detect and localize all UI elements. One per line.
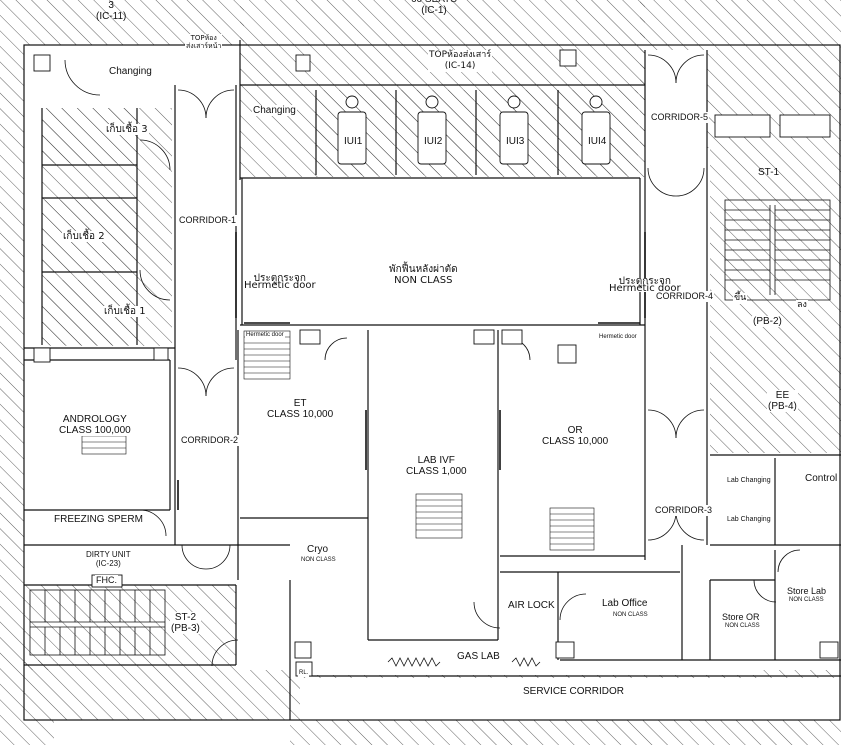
stair-st1 xyxy=(724,199,831,301)
room-label-lab-office: Lab Office xyxy=(601,598,649,609)
room-label-control: Control xyxy=(804,473,839,484)
room-label-hermetic-left: ประตูกระจก Hermetic door xyxy=(243,273,317,291)
room-label-airlock: AIR LOCK xyxy=(507,600,556,611)
room-label-corridor4: CORRIDOR-4 xyxy=(655,291,715,302)
room-label-et: ET CLASS 10,000 xyxy=(266,398,335,420)
walls xyxy=(23,40,841,721)
room-label-corridor1: CORRIDOR-1 xyxy=(178,215,238,226)
room-label-lab-office-class: NON CLASS xyxy=(612,612,649,619)
room-label-store-or-class: NON CLASS xyxy=(724,623,761,630)
room-label-hermetic-right: ประตูกระจก Hermetic door xyxy=(608,276,682,294)
room-label-up: ขึ้น xyxy=(733,293,748,304)
room-label-fhc: FHC. xyxy=(95,575,118,586)
room-label-changing-left: Changing xyxy=(108,66,153,77)
room-label-iui1: IUI1 xyxy=(343,136,364,147)
room-label-service-corridor: SERVICE CORRIDOR xyxy=(522,686,625,697)
room-label-dirty: DIRTY UNIT (IC-23) xyxy=(85,550,132,568)
room-label-recovery: พักฟื้นหลังผ่าตัด NON CLASS xyxy=(388,264,459,286)
gas-lab-line xyxy=(387,657,541,667)
room-label-freezing: FREEZING SPERM xyxy=(53,514,144,525)
room-label-top-small: TOPห้อง ส่งเสาร์หน้า xyxy=(185,34,223,50)
room-label-store-lab: Store Lab xyxy=(786,586,828,597)
room-label-gas-lab: GAS LAB xyxy=(456,651,501,662)
room-label-corridor5: CORRIDOR-5 xyxy=(650,112,710,123)
room-label-store-lab-class: NON CLASS xyxy=(788,597,825,604)
door-swings xyxy=(64,54,801,667)
room-label-ee: EE (PB-4) xyxy=(767,390,798,412)
room-label-down: ลง xyxy=(796,300,808,311)
room-label-corridor2: CORRIDOR-2 xyxy=(180,435,240,446)
stair-st2 xyxy=(29,589,166,656)
room-label-changing-top: Changing xyxy=(252,105,297,116)
room-label-hermetic-or: Hermetic door xyxy=(598,334,638,341)
room-label-top-ic14: TOPห้องส่งเสาร์ (IC-14) xyxy=(428,50,493,72)
room-label-andrology: ANDROLOGY CLASS 100,000 xyxy=(58,414,132,436)
room-label-hermetic-et: Hermetic door xyxy=(245,332,285,339)
room-label-rl: RL. xyxy=(298,670,310,677)
room-label-keb3: เก็บเชื้อ 3 xyxy=(105,124,149,135)
room-label-st1: ST-1 xyxy=(758,167,780,178)
room-label-cryo-class: NON CLASS xyxy=(300,557,337,564)
room-label-cryo: Cryo xyxy=(306,544,330,555)
room-label-or: OR CLASS 10,000 xyxy=(541,425,610,447)
room-label-ic11: 3 (IC-11) xyxy=(96,0,127,22)
room-label-iui4: IUI4 xyxy=(587,136,608,147)
room-label-keb1: เก็บเชื้อ 1 xyxy=(103,306,147,317)
room-label-lab-changing2: Lab Changing xyxy=(726,514,772,525)
room-label-pb2: (PB-2) xyxy=(752,316,783,327)
room-label-iui2: IUI2 xyxy=(423,136,444,147)
room-label-keb2: เก็บเชื้อ 2 xyxy=(62,231,106,242)
room-label-ic1: 60 SEATS (IC-1) xyxy=(411,0,457,16)
room-label-lab-ivf: LAB IVF CLASS 1,000 xyxy=(405,455,468,477)
room-label-iui3: IUI3 xyxy=(505,136,526,147)
room-label-st2: ST-2 (PB-3) xyxy=(170,612,201,634)
room-label-lab-changing1: Lab Changing xyxy=(726,475,772,486)
hermetic-doors xyxy=(177,232,646,510)
room-label-corridor3: CORRIDOR-3 xyxy=(654,505,714,516)
room-label-store-or: Store OR xyxy=(721,612,761,623)
